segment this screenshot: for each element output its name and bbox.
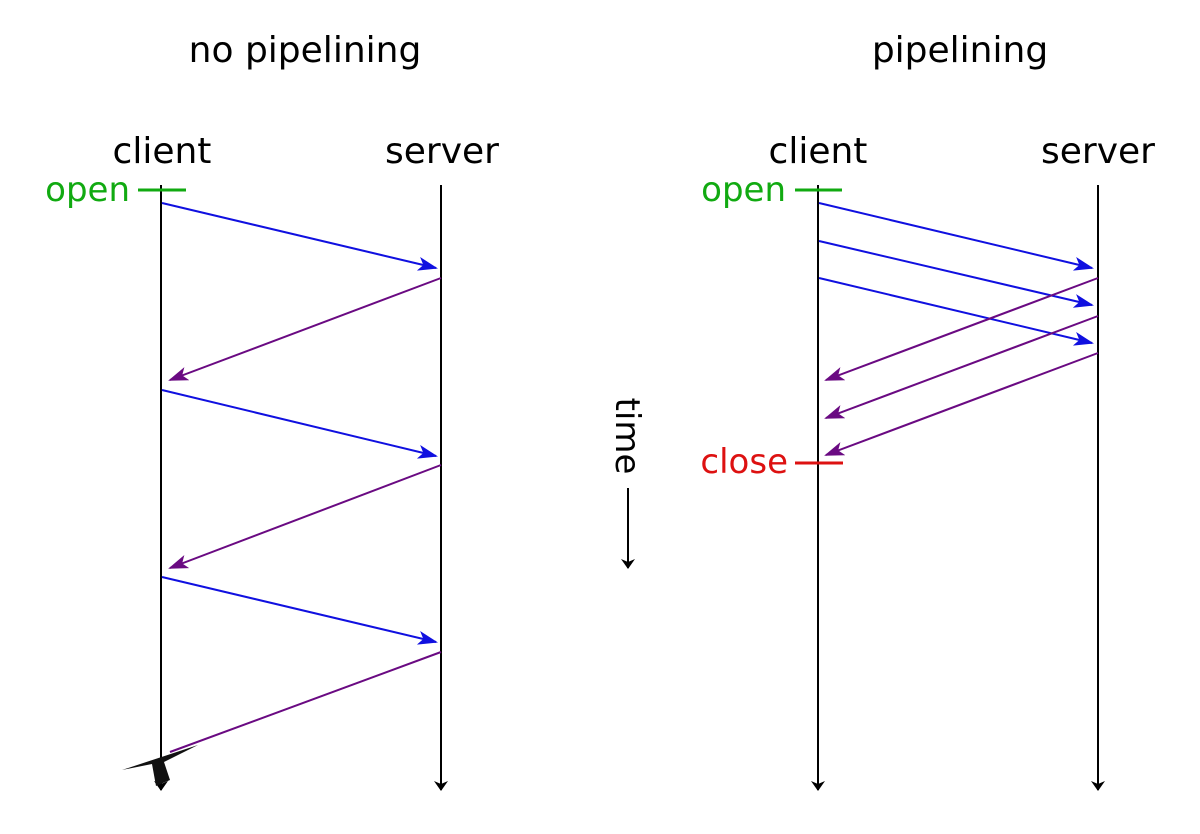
response-arrow <box>824 277 1099 381</box>
smudge-mark <box>122 745 198 786</box>
response-arrow <box>824 315 1099 419</box>
request-arrow <box>161 576 438 645</box>
response-arrow <box>168 277 442 381</box>
time-label: time <box>607 398 647 475</box>
client-label: client <box>113 131 212 172</box>
client-label: client <box>769 131 868 172</box>
response-arrow <box>169 651 442 753</box>
server-label: server <box>385 131 499 172</box>
close-label: close <box>700 442 788 482</box>
request-arrow <box>818 240 1094 308</box>
panel-title: no pipelining <box>189 30 422 71</box>
time-axis: time <box>607 398 647 569</box>
request-arrow <box>161 202 438 271</box>
request-arrow <box>818 277 1094 346</box>
response-arrow <box>824 352 1099 456</box>
panel-pipelining: pipelining client server open close <box>700 30 1155 791</box>
open-label: open <box>701 170 786 210</box>
response-arrow <box>168 464 442 569</box>
request-arrow <box>818 202 1094 271</box>
panel-no-pipelining: no pipelining client server open <box>45 30 499 791</box>
request-arrow <box>161 389 438 459</box>
server-label: server <box>1041 131 1155 172</box>
panel-title: pipelining <box>872 30 1048 71</box>
open-label: open <box>45 170 130 210</box>
